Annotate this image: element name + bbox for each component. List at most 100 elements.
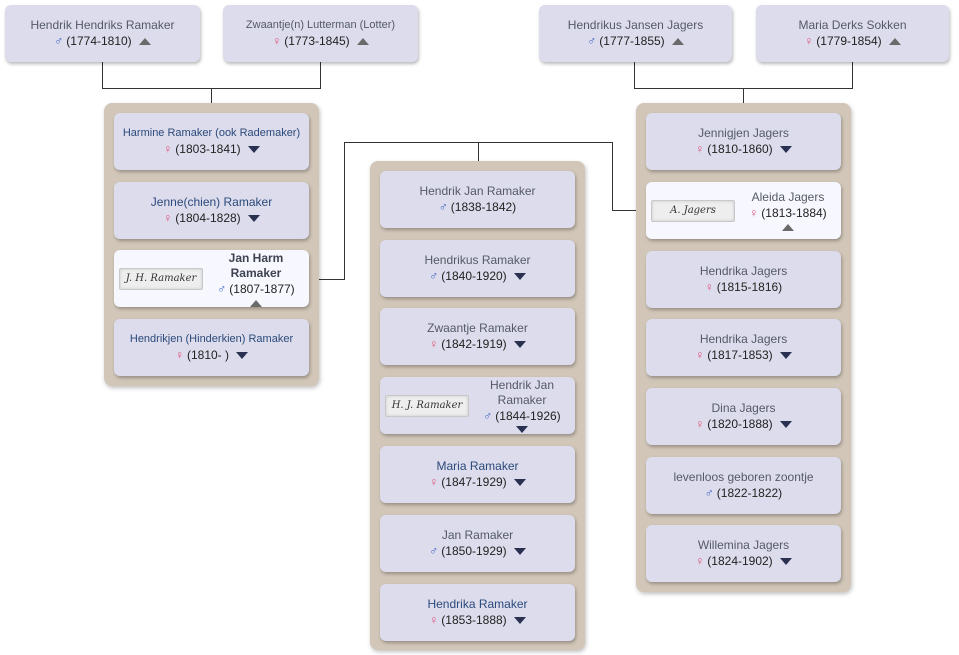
- person-name: Hendrikus Jansen Jagers: [567, 18, 704, 32]
- male-icon: ♂: [429, 544, 439, 558]
- person-dates: (1810- ): [186, 348, 230, 362]
- person-name[interactable]: Maria Ramaker: [436, 459, 519, 473]
- person-name: Dina Jagers: [711, 401, 776, 415]
- male-icon: ♂: [54, 34, 64, 48]
- male-icon: ♂: [438, 200, 448, 214]
- male-icon: ♂: [217, 281, 227, 296]
- expand-children-icon[interactable]: [513, 479, 526, 486]
- expand-children-icon[interactable]: [236, 352, 249, 359]
- expand-parents-icon[interactable]: [782, 224, 794, 231]
- signature-image: H. J. Ramaker: [385, 394, 469, 417]
- female-icon: ♀: [429, 613, 439, 627]
- person-name: Jan Harm Ramaker: [228, 250, 284, 280]
- expand-parents-icon[interactable]: [356, 38, 369, 45]
- female-icon: ♀: [163, 211, 173, 225]
- person-name: levenloos geboren zoontje: [673, 470, 814, 484]
- expand-children-icon[interactable]: [513, 617, 526, 624]
- female-icon: ♀: [804, 34, 814, 48]
- person-name: Aleida Jagers: [751, 190, 825, 204]
- expand-children-icon[interactable]: [247, 146, 260, 153]
- female-icon: ♀: [695, 417, 705, 431]
- connector-line: [211, 88, 212, 104]
- expand-children-icon[interactable]: [779, 146, 792, 153]
- person-card-selected[interactable]: A. Jagers Aleida Jagers ♀(1813-1884): [646, 182, 841, 239]
- female-icon: ♀: [174, 348, 184, 362]
- person-name[interactable]: Jenne(chien) Ramaker: [150, 195, 273, 209]
- male-icon: ♂: [704, 486, 714, 500]
- person-dates: (1850-1929): [441, 544, 507, 558]
- signature-image: J. H. Ramaker: [119, 267, 203, 290]
- female-icon: ♀: [272, 34, 282, 48]
- person-dates: (1813-1884): [761, 206, 827, 220]
- person-name: Zwaantje Ramaker: [427, 321, 528, 335]
- expand-children-icon[interactable]: [779, 558, 792, 565]
- person-card[interactable]: Willemina Jagers ♀(1824-1902): [646, 525, 841, 582]
- person-name: Hendrika Jagers: [699, 264, 788, 278]
- expand-children-icon[interactable]: [247, 215, 260, 222]
- person-card[interactable]: Harmine Ramaker (ook Rademaker) ♀(1803-1…: [114, 113, 309, 170]
- person-name[interactable]: Harmine Ramaker (ook Rademaker): [122, 127, 301, 139]
- expand-children-icon[interactable]: [779, 421, 792, 428]
- person-card[interactable]: Hendrik Jan Ramaker ♂(1838-1842): [380, 171, 575, 228]
- person-dates: (1810-1860): [707, 142, 773, 156]
- person-dates: (1817-1853): [707, 348, 773, 362]
- connector-line: [612, 210, 647, 211]
- person-card[interactable]: Zwaantje Ramaker ♀(1842-1919): [380, 308, 575, 365]
- connector-line: [852, 62, 853, 88]
- female-icon: ♀: [749, 206, 759, 220]
- female-icon: ♀: [429, 475, 439, 489]
- person-name: Willemina Jagers: [697, 538, 790, 552]
- person-card[interactable]: Jenne(chien) Ramaker ♀(1804-1828): [114, 182, 309, 239]
- connector-line: [102, 62, 103, 88]
- person-dates: (1838-1842): [450, 200, 517, 214]
- person-dates: (1779-1854): [816, 34, 882, 48]
- person-card[interactable]: Hendrikjen (Hinderkien) Ramaker ♀(1810- …: [114, 319, 309, 376]
- male-icon: ♂: [483, 409, 493, 423]
- person-card[interactable]: Hendrika Jagers ♀(1815-1816): [646, 251, 841, 308]
- person-card[interactable]: Maria Derks Sokken ♀(1779-1854): [756, 5, 949, 62]
- person-name[interactable]: Hendrika Ramaker: [427, 597, 528, 611]
- connector-line: [320, 62, 321, 88]
- expand-parents-icon[interactable]: [671, 38, 684, 45]
- person-name: Hendrik Jan Ramaker: [419, 184, 536, 198]
- person-dates: (1804-1828): [175, 211, 241, 225]
- expand-parents-icon[interactable]: [888, 38, 901, 45]
- expand-children-icon[interactable]: [513, 341, 526, 348]
- person-name: Zwaantje(n) Lutterman (Lotter): [245, 19, 396, 31]
- person-dates: (1803-1841): [175, 142, 241, 156]
- connector-line: [743, 88, 744, 104]
- person-name: Hendrika Jagers: [699, 332, 788, 346]
- person-card[interactable]: Hendrikus Jansen Jagers ♂(1777-1855): [539, 5, 732, 62]
- expand-parents-icon[interactable]: [138, 38, 151, 45]
- expand-children-icon[interactable]: [516, 426, 528, 433]
- person-name: Hendrik Jan Ramaker: [489, 378, 555, 407]
- person-dates: (1774-1810): [66, 34, 132, 48]
- female-icon: ♀: [695, 554, 705, 568]
- person-card[interactable]: Hendrikus Ramaker ♂(1840-1920): [380, 240, 575, 297]
- connector-line: [612, 142, 613, 211]
- person-card[interactable]: levenloos geboren zoontje ♂(1822-1822): [646, 457, 841, 514]
- person-card[interactable]: Hendrika Ramaker ♀(1853-1888): [380, 584, 575, 641]
- person-dates: (1822-1822): [716, 486, 783, 500]
- person-card[interactable]: Jan Ramaker ♂(1850-1929): [380, 515, 575, 572]
- person-card-selected[interactable]: J. H. Ramaker Jan Harm Ramaker ♂(1807-18…: [114, 250, 309, 307]
- person-dates: (1820-1888): [707, 417, 773, 431]
- expand-children-icon[interactable]: [513, 273, 526, 280]
- person-card[interactable]: Hendrika Jagers ♀(1817-1853): [646, 319, 841, 376]
- female-icon: ♀: [695, 348, 705, 362]
- person-dates: (1824-1902): [707, 554, 773, 568]
- expand-children-icon[interactable]: [779, 352, 792, 359]
- person-card[interactable]: Jennigjen Jagers ♀(1810-1860): [646, 113, 841, 170]
- expand-parents-icon[interactable]: [250, 299, 262, 307]
- person-dates: (1840-1920): [441, 269, 507, 283]
- person-card[interactable]: Zwaantje(n) Lutterman (Lotter) ♀(1773-18…: [223, 5, 418, 62]
- person-card[interactable]: H. J. Ramaker Hendrik Jan Ramaker ♂(1844…: [380, 377, 575, 434]
- person-card[interactable]: Maria Ramaker ♀(1847-1929): [380, 446, 575, 503]
- expand-children-icon[interactable]: [513, 548, 526, 555]
- person-dates: (1777-1855): [599, 34, 665, 48]
- person-card[interactable]: Dina Jagers ♀(1820-1888): [646, 388, 841, 445]
- person-name[interactable]: Hendrikjen (Hinderkien) Ramaker: [129, 333, 294, 345]
- person-dates: (1807-1877): [229, 281, 295, 296]
- person-card[interactable]: Hendrik Hendriks Ramaker ♂(1774-1810): [5, 5, 200, 62]
- person-dates: (1847-1929): [441, 475, 507, 489]
